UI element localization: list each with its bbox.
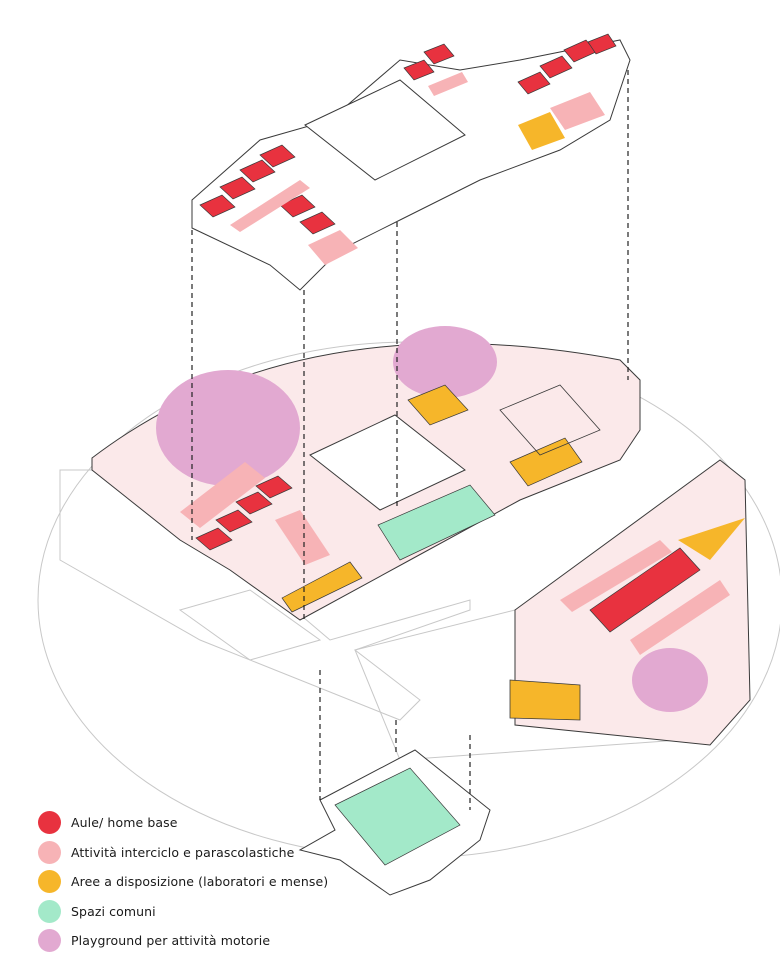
legend-item-aree: Aree a disposizione (laboratori e mense) [38, 867, 368, 897]
legend-label: Attività interciclo e parascolastiche [71, 845, 294, 860]
legend-label: Aule/ home base [71, 815, 178, 830]
legend: Aule/ home base Attività interciclo e pa… [38, 808, 368, 956]
legend-label: Spazi comuni [71, 904, 156, 919]
upper-floor [192, 34, 630, 290]
legend-swatch [38, 929, 61, 952]
ground-floor-main [92, 326, 640, 620]
legend-swatch [38, 900, 61, 923]
ground-floor-right [510, 460, 750, 745]
legend-item-attivita: Attività interciclo e parascolastiche [38, 838, 368, 868]
playground-left [156, 370, 300, 486]
legend-item-aule: Aule/ home base [38, 808, 368, 838]
aree-right-hall [510, 680, 580, 720]
playground-right [632, 648, 708, 712]
legend-label: Playground per attività motorie [71, 933, 270, 948]
legend-label: Aree a disposizione (laboratori e mense) [71, 874, 328, 889]
legend-item-playground: Playground per attività motorie [38, 926, 368, 956]
aula [424, 44, 454, 64]
legend-swatch [38, 841, 61, 864]
legend-swatch [38, 870, 61, 893]
legend-swatch [38, 811, 61, 834]
legend-item-spazi: Spazi comuni [38, 897, 368, 927]
